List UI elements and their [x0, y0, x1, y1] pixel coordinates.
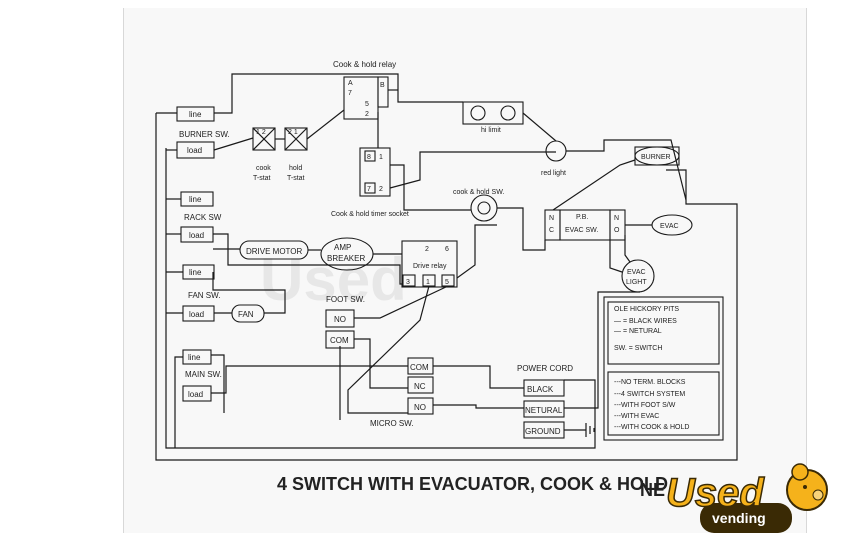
relay-pin-7: 7 — [348, 90, 352, 97]
cook-tstat-label-2: T-stat — [253, 175, 271, 182]
micro-switch: COM NC NO MICRO SW. — [370, 357, 434, 428]
power-black: BLACK — [527, 385, 554, 394]
drive-motor-label: DRIVE MOTOR — [246, 247, 303, 256]
amp-breaker-label: AMP — [334, 243, 351, 252]
no-n: N — [614, 215, 619, 222]
evac-switch: N C P.B. EVAC SW. N O — [544, 209, 626, 241]
burner-load-label: load — [187, 146, 202, 155]
wires — [155, 73, 738, 461]
power-cord: POWER CORD BLACK NETURAL GROUND — [517, 364, 595, 439]
timer-pin-1: 1 — [379, 154, 383, 161]
foot-no-label: NO — [334, 315, 346, 324]
timer-socket: 8 1 7 2 Cook & hold timer socket — [331, 147, 409, 218]
legend-note-1: ---NO TERM. BLOCKS — [614, 379, 686, 386]
legend-header: OLE HICKORY PITS — [614, 306, 679, 313]
cook-tstat-pins: 1 2 — [256, 129, 266, 136]
relay-pin-5: 5 — [365, 101, 369, 108]
cook-hold-sw-label: cook & hold SW. — [453, 189, 504, 196]
evac-light-label: EVAC — [627, 269, 646, 276]
main-line-label: line — [188, 353, 201, 362]
diagram-title-suffix: NE — [640, 480, 665, 500]
burner: BURNER — [634, 146, 680, 166]
drive-relay-pin-5: 5 — [445, 279, 449, 286]
red-light: red light — [541, 140, 567, 177]
drive-relay-label: Drive relay — [413, 263, 447, 270]
hold-tstat-label: hold — [289, 165, 302, 172]
hold-tstat: 2 1 hold T-stat — [284, 127, 308, 182]
nc-n: N — [549, 215, 554, 222]
cook-hold-relay: Cook & hold relay A 7 B 5 2 — [333, 60, 396, 120]
legend-note-5: ---WITH COOK & HOLD — [614, 424, 689, 431]
foot-switch: FOOT SW. NO COM — [325, 295, 365, 349]
drive-relay-pin-3: 3 — [406, 279, 410, 286]
relay-label: Cook & hold relay — [333, 60, 396, 69]
legend-note-3: ---WITH FOOT S/W — [614, 402, 676, 409]
drive-relay: 2 6 Drive relay 3 1 5 — [401, 240, 458, 288]
hold-tstat-label-2: T-stat — [287, 175, 305, 182]
logo-sub-bg — [700, 503, 792, 533]
hi-limit-label: hi limit — [481, 127, 501, 134]
power-ground: GROUND — [525, 427, 561, 436]
fan-switch-label: FAN SW. — [188, 291, 220, 300]
relay-pin-a: A — [348, 80, 353, 87]
diagram-title: 4 SWITCH WITH EVACUATOR, COOK & HOLD — [277, 474, 668, 494]
power-cord-label: POWER CORD — [517, 364, 573, 373]
micro-com: COM — [410, 363, 429, 372]
logo-main-text: Used — [666, 471, 765, 515]
no-o: O — [614, 227, 620, 234]
coin-icon — [791, 463, 809, 481]
relay-pin-b: B — [380, 82, 385, 89]
burner-switch: line BURNER SW. load — [176, 106, 230, 159]
rack-switch-label: RACK SW — [184, 213, 222, 222]
main-load-label: load — [188, 390, 203, 399]
micro-nc: NC — [414, 382, 426, 391]
cook-tstat: 1 2 cook T-stat — [252, 127, 276, 182]
fan-label: FAN — [238, 310, 254, 319]
drive-relay-pin-6: 6 — [445, 246, 449, 253]
legend: OLE HICKORY PITS — = BLACK WIRES — = NET… — [603, 296, 724, 441]
rack-load-label: load — [189, 231, 204, 240]
micro-no: NO — [414, 403, 426, 412]
timer-pin-8: 8 — [367, 154, 371, 161]
legend-line-1: — = BLACK WIRES — [614, 318, 677, 325]
legend-note-2: ---4 SWITCH SYSTEM — [614, 391, 685, 398]
cook-tstat-label: cook — [256, 165, 271, 172]
drive-relay-pin-1: 1 — [426, 279, 430, 286]
evac-light: EVAC LIGHT — [621, 259, 655, 293]
evac: EVAC — [651, 214, 693, 236]
used-vending-logo: vending Used — [665, 463, 828, 533]
nc-c: C — [549, 227, 554, 234]
pb-label: P.B. — [576, 214, 588, 221]
evac-light-label-2: LIGHT — [626, 279, 647, 286]
burner-label: BURNER — [641, 154, 671, 161]
power-netural: NETURAL — [525, 406, 563, 415]
relay-pin-2: 2 — [365, 111, 369, 118]
drive-relay-pin-2: 2 — [425, 246, 429, 253]
legend-line-3: SW. = SWITCH — [614, 345, 662, 352]
hold-tstat-pins: 2 1 — [288, 129, 298, 136]
burner-switch-label: BURNER SW. — [179, 130, 230, 139]
burner-line-label: line — [189, 110, 202, 119]
cook-hold-switch: cook & hold SW. — [453, 189, 504, 222]
evac-sw-label: EVAC SW. — [565, 227, 598, 234]
foot-com-label: COM — [330, 336, 349, 345]
amp-breaker-label-2: BREAKER — [327, 254, 365, 263]
hi-limit: hi limit — [462, 101, 524, 134]
micro-sw-label: MICRO SW. — [370, 419, 414, 428]
fan-load-label: load — [189, 310, 204, 319]
foot-sw-label: FOOT SW. — [326, 295, 365, 304]
legend-note-4: ---WITH EVAC — [614, 413, 659, 420]
timer-pin-2: 2 — [379, 186, 383, 193]
legend-line-2: — = NETURAL — [614, 328, 662, 335]
timer-pin-7: 7 — [367, 186, 371, 193]
fan-line-label: line — [189, 268, 202, 277]
evac-label: EVAC — [660, 223, 679, 230]
red-light-label: red light — [541, 170, 566, 177]
main-switch-label: MAIN SW. — [185, 370, 222, 379]
rack-line-label: line — [189, 195, 202, 204]
logo-sub-text: vending — [712, 510, 766, 526]
diagram-sheet — [123, 8, 807, 533]
timer-socket-label: Cook & hold timer socket — [331, 211, 409, 218]
